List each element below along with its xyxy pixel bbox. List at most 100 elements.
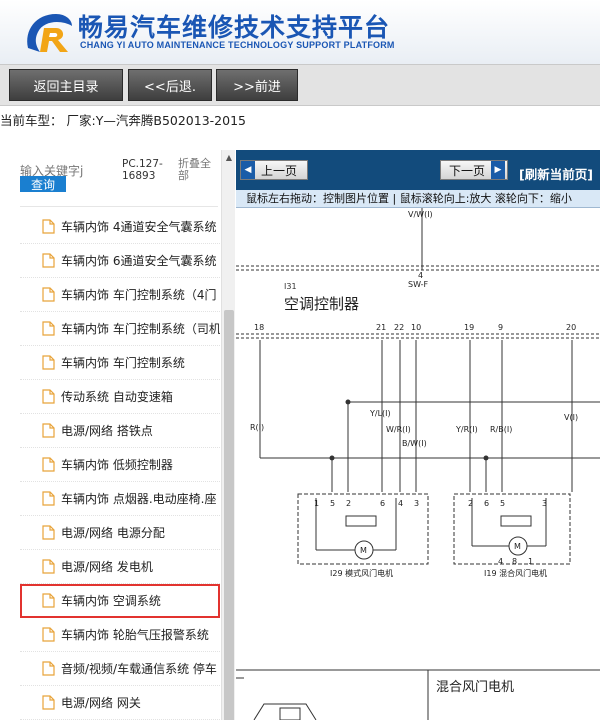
motor2-pin: 2 bbox=[468, 499, 473, 508]
document-icon bbox=[42, 253, 55, 268]
tree-item[interactable]: 车辆内饰 点烟器.电动座椅.座 bbox=[20, 482, 220, 516]
motor1-symbol: M bbox=[360, 546, 367, 555]
wire-label: Y/L(I) bbox=[369, 409, 391, 418]
tree-item-label: 车辆内饰 4通道安全气囊系统 bbox=[61, 220, 217, 234]
motor2-pin: 1 bbox=[528, 557, 533, 566]
document-icon bbox=[42, 559, 55, 574]
brand-subtitle: CHANG YI AUTO MAINTENANCE TECHNOLOGY SUP… bbox=[80, 40, 395, 50]
top-connector-label: SW-F bbox=[408, 280, 429, 289]
scroll-thumb[interactable] bbox=[224, 310, 234, 720]
wire-label: B/W(I) bbox=[402, 439, 427, 448]
motor2-pin: 8 bbox=[512, 557, 517, 566]
document-icon bbox=[42, 627, 55, 642]
tree-item[interactable]: 车辆内饰 轮胎气压报警系统 bbox=[20, 618, 220, 652]
arrow-left-icon: ◀ bbox=[241, 161, 255, 179]
tree-item-label: 传动系统 自动变速箱 bbox=[61, 390, 173, 404]
tree-item[interactable]: 车辆内饰 6通道安全气囊系统 bbox=[20, 244, 220, 278]
tree-item-label: 电源/网络 网关 bbox=[61, 696, 141, 710]
tree-item[interactable]: 电源/网络 网关 bbox=[20, 686, 220, 720]
next-page-button[interactable]: 下一页 ▶ bbox=[440, 160, 508, 180]
tree-item-label: 音频/视频/车载通信系统 停车 bbox=[61, 662, 217, 676]
document-icon bbox=[42, 593, 55, 608]
tree-item[interactable]: 传动系统 自动变速箱 bbox=[20, 380, 220, 414]
motor2-label: I19 混合风门电机 bbox=[484, 568, 547, 578]
tree-item-label: 车辆内饰 车门控制系统（4门 bbox=[61, 288, 217, 302]
document-icon bbox=[42, 321, 55, 336]
motor1-pin: 3 bbox=[414, 499, 419, 508]
viewer-hint: 鼠标左右拖动：控制图片位置 | 鼠标滚轮向上:放大 滚轮向下：缩小 bbox=[236, 190, 600, 208]
brand-logo-icon bbox=[27, 14, 72, 52]
wire-label: Y/R(I) bbox=[455, 425, 478, 434]
pin-label: 9 bbox=[498, 323, 503, 332]
document-icon bbox=[42, 389, 55, 404]
tree-item[interactable]: 音频/视频/车载通信系统 停车 bbox=[20, 652, 220, 686]
document-icon bbox=[42, 219, 55, 234]
diagram-viewer: ◀ 上一页 下一页 ▶ [刷新当前页] 鼠标左右拖动：控制图片位置 | 鼠标滚轮… bbox=[236, 150, 600, 720]
tree-item[interactable]: 电源/网络 发电机 bbox=[20, 550, 220, 584]
document-icon bbox=[42, 661, 55, 676]
next-page-label: 下一页 bbox=[449, 163, 486, 178]
tree-item-label: 车辆内饰 空调系统 bbox=[61, 594, 161, 608]
tree-item[interactable]: 电源/网络 电源分配 bbox=[20, 516, 220, 550]
tree-item-label: 车辆内饰 低频控制器 bbox=[61, 458, 173, 472]
document-icon bbox=[42, 423, 55, 438]
pin-label: 19 bbox=[464, 323, 474, 332]
refresh-page-link[interactable]: [刷新当前页] bbox=[519, 167, 593, 182]
document-icon bbox=[42, 695, 55, 710]
motor2-pin: 3 bbox=[542, 499, 547, 508]
brand-title: 畅易汽车维修技术支持平台 bbox=[78, 13, 391, 42]
prev-page-label: 上一页 bbox=[261, 163, 298, 178]
collapse-all-link[interactable]: 折叠全部 bbox=[178, 157, 211, 182]
pin-label: 22 bbox=[394, 323, 404, 332]
motor1-pin: 4 bbox=[398, 499, 403, 508]
pin-label: 18 bbox=[254, 323, 264, 332]
catalog-panel: 输入关键字j 查询 PC.127-16893 折叠全部 车辆内饰 4通道安全气囊… bbox=[0, 150, 236, 720]
document-icon bbox=[42, 355, 55, 370]
tree-item[interactable]: 电源/网络 搭铁点 bbox=[20, 414, 220, 448]
motor2-pin: 6 bbox=[484, 499, 489, 508]
motor1-label: I29 模式风门电机 bbox=[330, 568, 393, 578]
motor1-pin: 2 bbox=[346, 499, 351, 508]
tree-item-label: 电源/网络 发电机 bbox=[61, 560, 153, 574]
catalog-scrollbar[interactable]: ▲ bbox=[221, 150, 235, 720]
wire-label: V(I) bbox=[564, 413, 578, 422]
document-icon bbox=[42, 457, 55, 472]
tree-item[interactable]: 车辆内饰 空调系统 bbox=[20, 584, 220, 618]
motor1-pin: 1 bbox=[314, 499, 319, 508]
pc-code: PC.127-16893 bbox=[122, 158, 163, 182]
tree-item-label: 车辆内饰 6通道安全气囊系统 bbox=[61, 254, 217, 268]
search-button[interactable]: 查询 bbox=[20, 176, 66, 192]
wire-label: R/B(I) bbox=[490, 425, 512, 434]
tree-item[interactable]: 车辆内饰 低频控制器 bbox=[20, 448, 220, 482]
prev-page-button[interactable]: ◀ 上一页 bbox=[240, 160, 308, 180]
mix-door-motor-title: 混合风门电机 bbox=[436, 680, 515, 695]
current-vehicle: 当前车型：厂家:Y—汽奔腾B502013-2015 bbox=[0, 110, 246, 129]
wire-label: W/R(I) bbox=[386, 425, 411, 434]
tree-item[interactable]: 车辆内饰 4通道安全气囊系统 bbox=[20, 210, 220, 244]
tree-item[interactable]: 车辆内饰 车门控制系统（4门 bbox=[20, 278, 220, 312]
scroll-up-arrow-icon[interactable]: ▲ bbox=[225, 152, 233, 162]
wiring-diagram[interactable]: V/W(I) 4 SW-F 18 21 22 10 19 9 20 R(I) Y… bbox=[236, 208, 600, 720]
motor2-pin: 5 bbox=[500, 499, 505, 508]
wiring-diagram-svg: V/W(I) 4 SW-F 18 21 22 10 19 9 20 R(I) Y… bbox=[236, 208, 600, 720]
tree-item-label: 车辆内饰 车门控制系统 bbox=[61, 356, 185, 370]
tree-item[interactable]: 车辆内饰 车门控制系统 bbox=[20, 346, 220, 380]
vehicle-value: 厂家:Y—汽奔腾B502013-2015 bbox=[66, 113, 246, 128]
forward-button[interactable]: >>前进 bbox=[216, 69, 298, 101]
controller-title: 空调控制器 bbox=[284, 295, 360, 313]
motor2-pin: 4 bbox=[498, 557, 503, 566]
tree-item-label: 车辆内饰 轮胎气压报警系统 bbox=[61, 628, 209, 642]
tree-item-label: 车辆内饰 点烟器.电动座椅.座 bbox=[61, 492, 217, 506]
tree-item[interactable]: 车辆内饰 车门控制系统（司机 bbox=[20, 312, 220, 346]
document-icon bbox=[42, 491, 55, 506]
vehicle-label: 当前车型： bbox=[0, 113, 63, 128]
tree-item-label: 车辆内饰 车门控制系统（司机 bbox=[61, 322, 220, 336]
motor2-symbol: M bbox=[514, 542, 521, 551]
back-button[interactable]: <<后退. bbox=[128, 69, 212, 101]
pin-label: 21 bbox=[376, 323, 386, 332]
home-button[interactable]: 返回主目录 bbox=[9, 69, 123, 101]
wire-label: R(I) bbox=[250, 423, 264, 432]
document-icon bbox=[42, 287, 55, 302]
search-input[interactable]: 输入关键字j bbox=[20, 164, 84, 178]
divider bbox=[20, 206, 218, 207]
